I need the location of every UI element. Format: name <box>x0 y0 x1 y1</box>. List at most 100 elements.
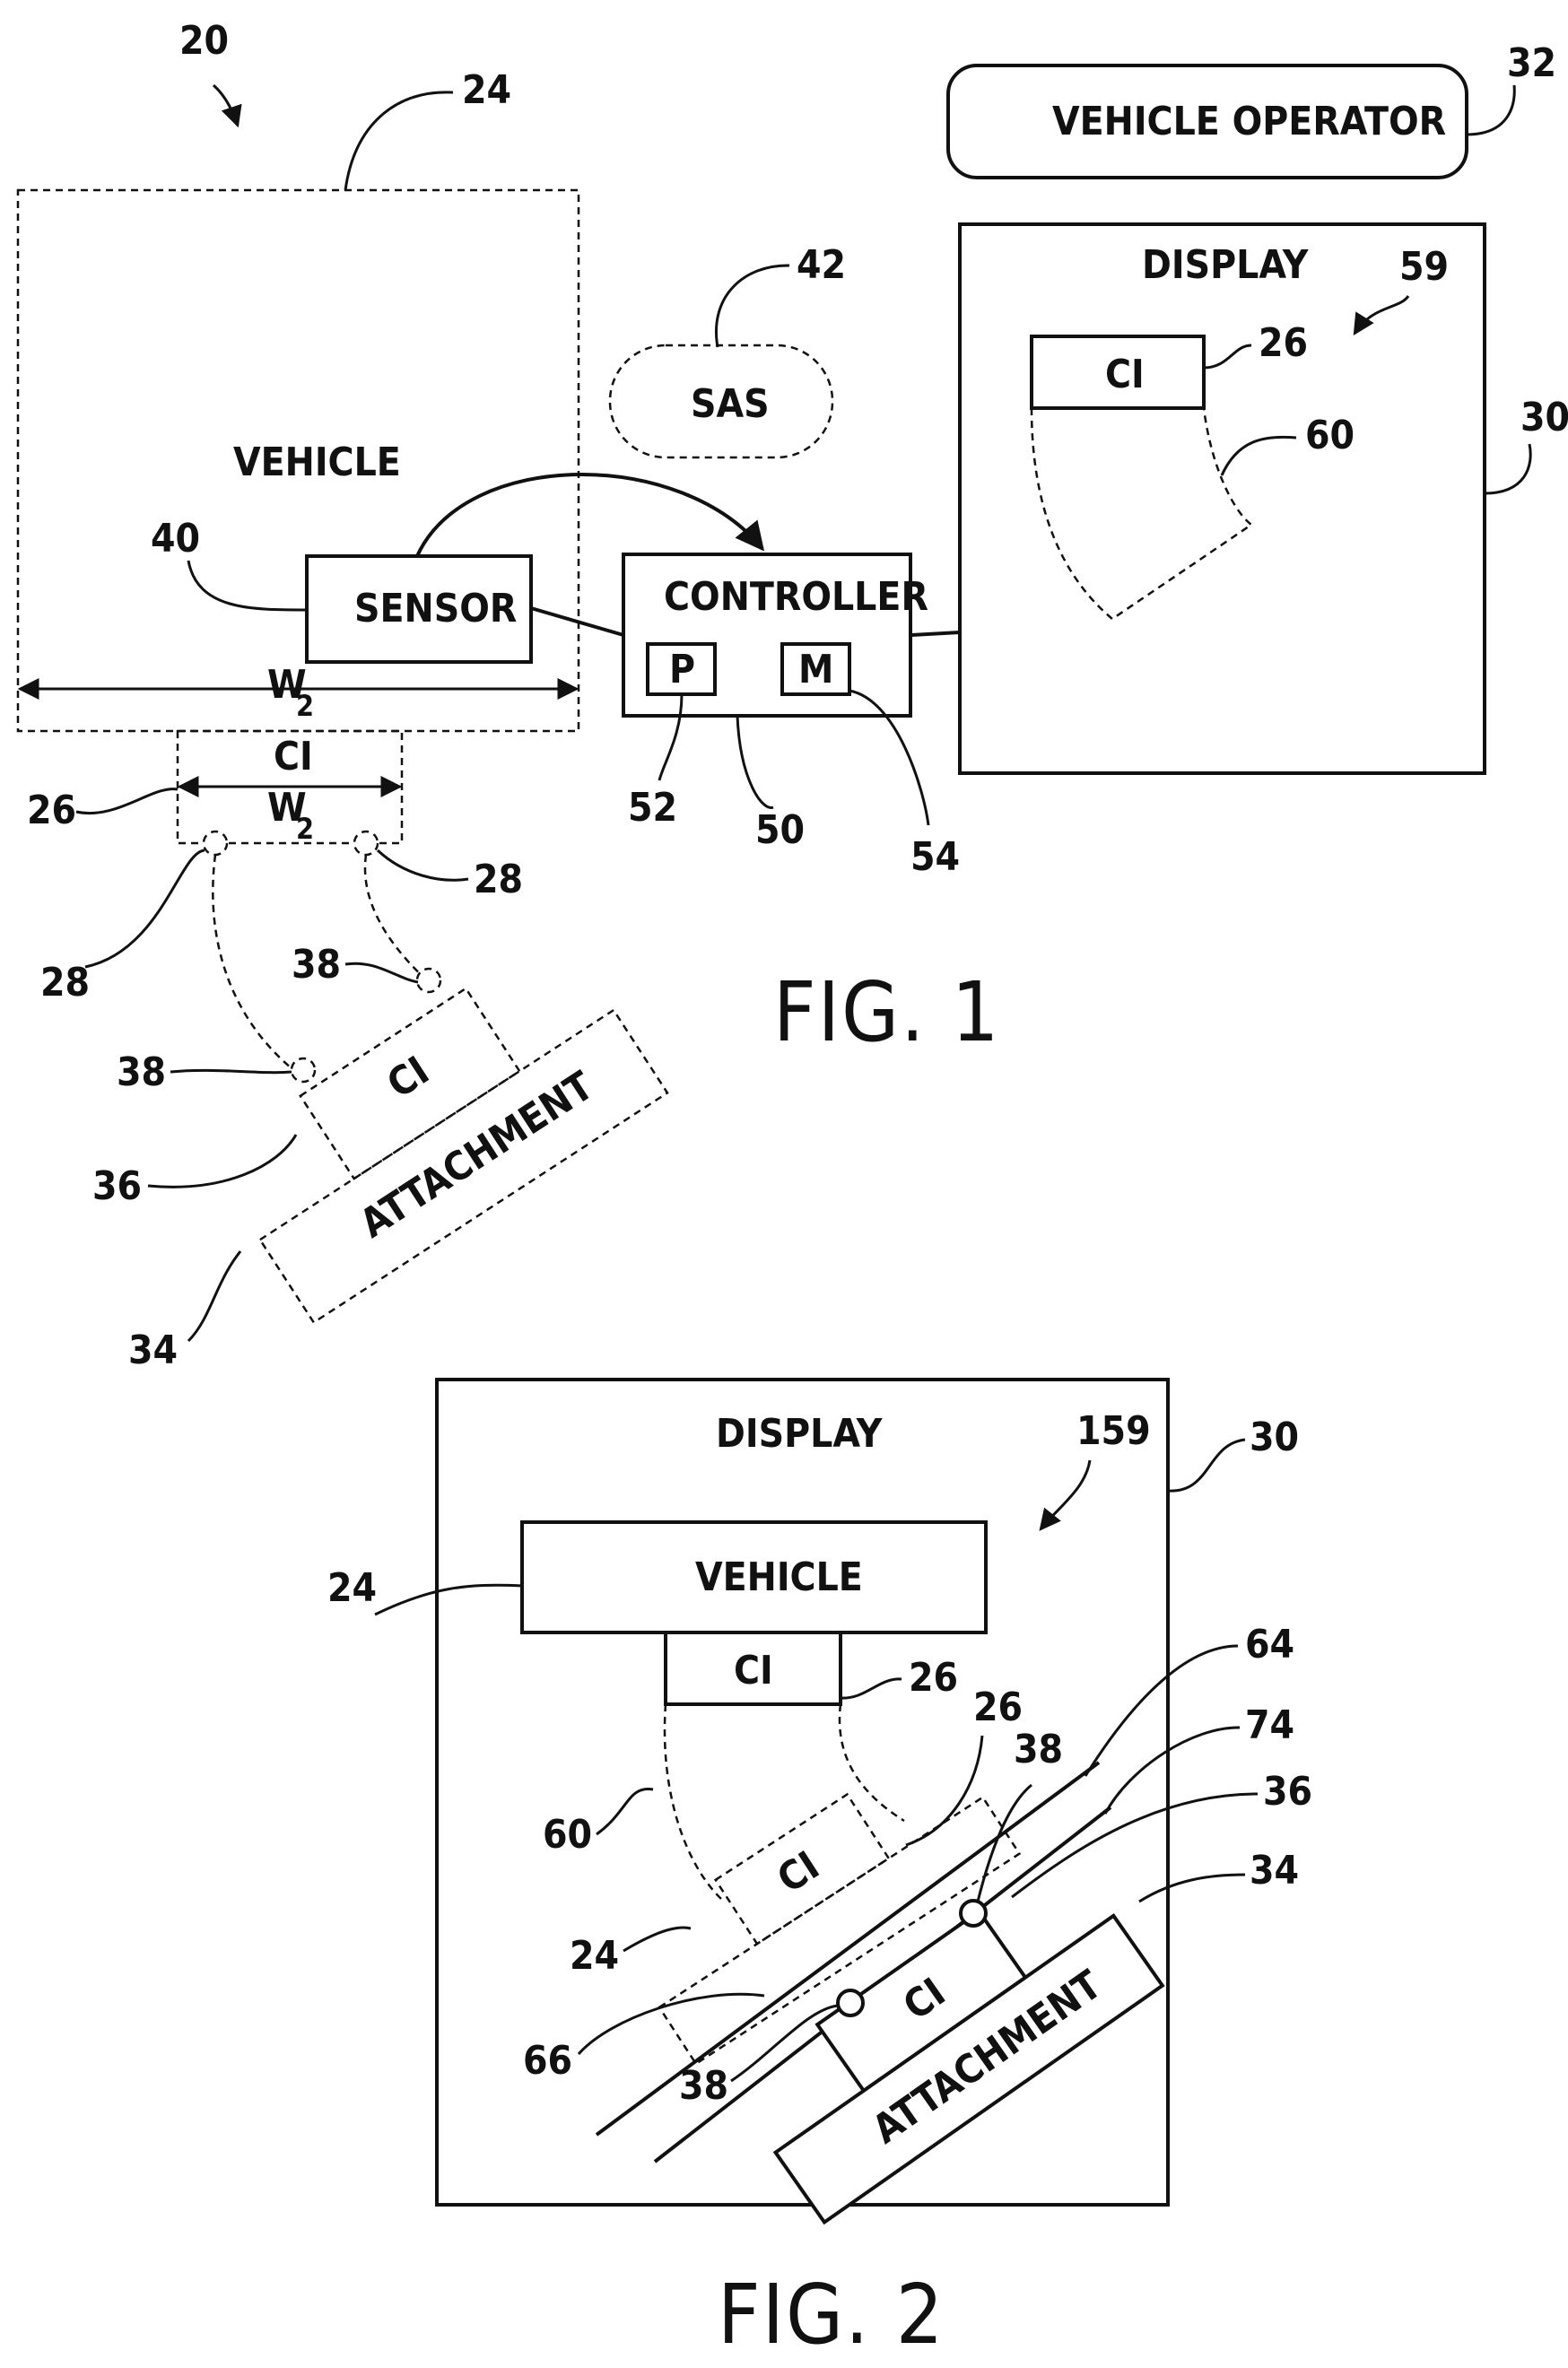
fig2-path-left <box>665 1704 722 1900</box>
vehicle-operator-label: VEHICLE OPERATOR <box>1052 99 1446 144</box>
ref-24-fig2: 24 <box>327 1565 377 1611</box>
ref-24-leader <box>345 92 453 190</box>
ref-59: 59 <box>1399 244 1449 290</box>
ref-40: 40 <box>151 516 200 562</box>
fig2-vehicle-label: VEHICLE <box>695 1554 863 1600</box>
ref-24-fig2-projected: 24 <box>570 1933 619 1979</box>
figure-1-caption: FIG. 1 <box>773 964 1000 1060</box>
ref-159: 159 <box>1076 1408 1151 1454</box>
ref-36-leader <box>148 1135 296 1187</box>
ref-50: 50 <box>755 807 805 853</box>
ref-38-lower: 38 <box>117 1049 166 1095</box>
ref-52: 52 <box>628 785 677 831</box>
attachment-coupler-left <box>292 1058 315 1082</box>
ref-36-fig2-leader <box>1012 1794 1258 1897</box>
ci-width-subscript: 2 <box>296 812 314 846</box>
ref-26-fig2-projected: 26 <box>973 1685 1023 1730</box>
fig2-path-right <box>840 1704 904 1821</box>
display-path-60 <box>1032 408 1251 619</box>
coupler-right <box>354 831 378 855</box>
fig2-attachment-assembly: CI ATTACHMENT <box>729 1850 1163 2222</box>
figure-2: DISPLAY 159 30 VEHICLE 24 CI 26 60 CI 24… <box>327 1380 1312 2363</box>
vehicle-ci-label: CI <box>274 734 313 779</box>
controller-display-link <box>910 632 960 635</box>
ref-36: 36 <box>92 1163 142 1209</box>
vehicle-width-subscript: 2 <box>296 689 314 723</box>
ref-28-left: 28 <box>40 960 90 1006</box>
ref-30-leader <box>1485 444 1530 493</box>
ref-42-leader <box>716 266 789 347</box>
coupler-left <box>204 831 227 855</box>
ref-38-fig2-upper: 38 <box>1014 1727 1063 1772</box>
sas-label: SAS <box>691 381 770 427</box>
ref-34-leader <box>188 1251 240 1341</box>
ref-32-leader <box>1467 85 1514 135</box>
attachment-ci-label: CI <box>379 1048 437 1108</box>
fig2-display-label: DISPLAY <box>716 1411 884 1457</box>
ref-54: 54 <box>910 834 960 880</box>
fig2-projected-ci-label: CI <box>770 1842 827 1902</box>
ref-28-left-leader <box>85 850 205 967</box>
figure-2-caption: FIG. 2 <box>718 2267 945 2363</box>
controller-label: CONTROLLER <box>664 574 928 620</box>
sensor-to-controller-arrow <box>417 474 762 556</box>
display-box <box>960 224 1485 773</box>
memory-label: M <box>798 647 833 692</box>
ref-28-right-leader <box>378 850 468 880</box>
ref-36-fig2: 36 <box>1263 1769 1312 1815</box>
ref-24: 24 <box>462 67 511 113</box>
figure-1: 20 VEHICLE 24 W 2 SENSOR 40 SAS 42 CONTR… <box>18 18 1568 1373</box>
ref-38-upper-leader <box>345 963 418 982</box>
vehicle-label: VEHICLE <box>233 440 401 485</box>
display-label: DISPLAY <box>1142 242 1310 288</box>
ref-38-upper: 38 <box>292 942 341 988</box>
path-left <box>213 855 301 1076</box>
ref-64-leader <box>1085 1646 1238 1776</box>
ref-66: 66 <box>523 2038 572 2084</box>
ref-24-fig2-leader <box>375 1585 522 1615</box>
sensor-controller-link <box>531 608 623 635</box>
ref-60-fig2-leader <box>597 1789 653 1834</box>
fig2-ci-label: CI <box>734 1648 773 1693</box>
ref-26-leader <box>76 789 178 814</box>
ref-26-fig2-projected-leader <box>906 1736 982 1845</box>
ref-59-arrow <box>1355 296 1408 334</box>
ref-20-arrow <box>213 85 238 126</box>
ref-60-fig2: 60 <box>543 1812 592 1858</box>
ref-64: 64 <box>1245 1622 1294 1667</box>
ref-26-fig2-leader <box>841 1679 902 1698</box>
ref-42: 42 <box>797 242 846 288</box>
ref-38-fig2-lower-leader <box>731 2006 838 2081</box>
processor-label: P <box>669 647 695 692</box>
ref-26-fig2: 26 <box>909 1655 958 1701</box>
ref-34-fig2-leader <box>1139 1875 1245 1902</box>
ref-40-leader <box>188 561 307 610</box>
ref-50-leader <box>737 716 773 807</box>
ref-30-fig2: 30 <box>1250 1415 1299 1460</box>
ref-32: 32 <box>1507 40 1556 86</box>
ref-26-display: 26 <box>1259 320 1308 366</box>
ref-74-leader <box>1105 1728 1240 1814</box>
ref-38-fig2-lower: 38 <box>679 2063 728 2109</box>
ref-28-right: 28 <box>474 857 523 902</box>
sensor-label: SENSOR <box>354 586 517 631</box>
ref-30: 30 <box>1520 395 1568 440</box>
ref-20: 20 <box>179 18 229 64</box>
ref-34-fig2: 34 <box>1250 1848 1299 1894</box>
ref-74: 74 <box>1245 1702 1294 1748</box>
ref-26-display-leader <box>1204 345 1251 368</box>
ref-24-fig2-projected-leader <box>623 1928 691 1951</box>
display-ci-label: CI <box>1105 352 1145 397</box>
ref-26: 26 <box>27 788 76 833</box>
attachment-coupler-right <box>417 969 440 992</box>
fig2-coupler-lower <box>838 1990 863 2015</box>
ref-30-fig2-leader <box>1168 1440 1245 1491</box>
ref-34: 34 <box>128 1328 178 1373</box>
fig2-coupler-upper <box>961 1901 986 1926</box>
ref-159-arrow <box>1041 1460 1090 1529</box>
ref-60-fig1-leader <box>1222 437 1296 475</box>
ref-38-lower-leader <box>170 1070 292 1072</box>
ref-60-fig1: 60 <box>1305 413 1355 458</box>
